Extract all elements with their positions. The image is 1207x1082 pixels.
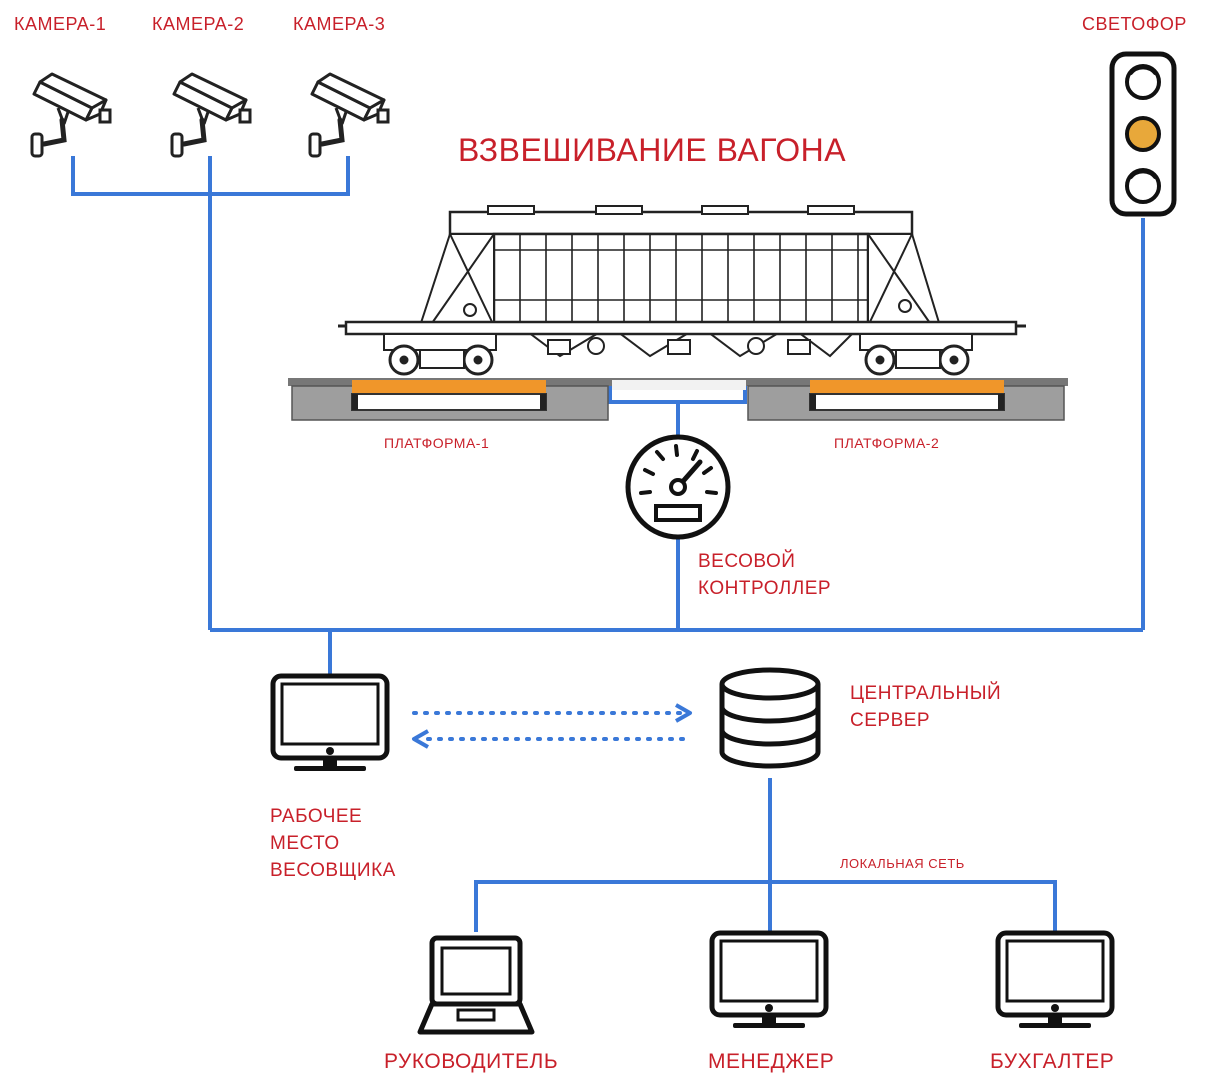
laptop-icon bbox=[417, 935, 535, 1035]
server-database-icon bbox=[719, 667, 821, 769]
traffic-light-icon bbox=[1109, 51, 1177, 217]
platform-1-label: ПЛАТФОРМА-1 bbox=[384, 435, 490, 451]
platform-2-label: ПЛАТФОРМА-2 bbox=[834, 435, 940, 451]
controller-label-line1: ВЕСОВОЙ bbox=[698, 551, 796, 572]
server-label: ЦЕНТРАЛЬНЫЙ СЕРВЕР bbox=[850, 680, 1001, 734]
workstation-label: РАБОЧЕЕ МЕСТО ВЕСОВЩИКА bbox=[270, 803, 396, 884]
workstation-label-line2: МЕСТО bbox=[270, 833, 340, 854]
traffic-light-label: СВЕТОФОР bbox=[1082, 14, 1187, 34]
workstation-monitor-icon bbox=[273, 676, 387, 771]
weighbridge bbox=[288, 378, 1068, 421]
diagram-title: ВЗВЕШИВАНИЕ ВАГОНА bbox=[458, 132, 847, 168]
client-director-label: РУКОВОДИТЕЛЬ bbox=[384, 1050, 559, 1073]
camera-1-label: КАМЕРА-1 bbox=[14, 14, 107, 34]
camera-3-icon bbox=[310, 74, 388, 156]
hopper-wagon-image bbox=[338, 205, 1026, 376]
connection-lines bbox=[71, 156, 1145, 932]
camera-1-icon bbox=[32, 74, 110, 156]
accountant-monitor-icon bbox=[998, 933, 1112, 1028]
platform-2-shape bbox=[809, 380, 1005, 411]
weight-controller-icon bbox=[625, 434, 731, 540]
manager-monitor-icon bbox=[712, 933, 826, 1028]
client-manager-label: МЕНЕДЖЕР bbox=[708, 1050, 835, 1073]
camera-3-label: КАМЕРА-3 bbox=[293, 14, 386, 34]
network-label: ЛОКАЛЬНАЯ СЕТЬ bbox=[840, 856, 965, 871]
camera-2-label: КАМЕРА-2 bbox=[152, 14, 245, 34]
data-exchange-arrows bbox=[412, 703, 692, 749]
controller-label-line2: КОНТРОЛЛЕР bbox=[698, 578, 832, 599]
server-label-line2: СЕРВЕР bbox=[850, 710, 931, 731]
client-accountant-label: БУХГАЛТЕР bbox=[990, 1050, 1115, 1073]
camera-2-icon bbox=[172, 74, 250, 156]
platform-1-shape bbox=[351, 380, 547, 411]
server-label-line1: ЦЕНТРАЛЬНЫЙ bbox=[850, 683, 1002, 704]
workstation-label-line3: ВЕСОВЩИКА bbox=[270, 860, 396, 881]
controller-label: ВЕСОВОЙ КОНТРОЛЛЕР bbox=[698, 548, 831, 602]
workstation-label-line1: РАБОЧЕЕ bbox=[270, 806, 363, 827]
